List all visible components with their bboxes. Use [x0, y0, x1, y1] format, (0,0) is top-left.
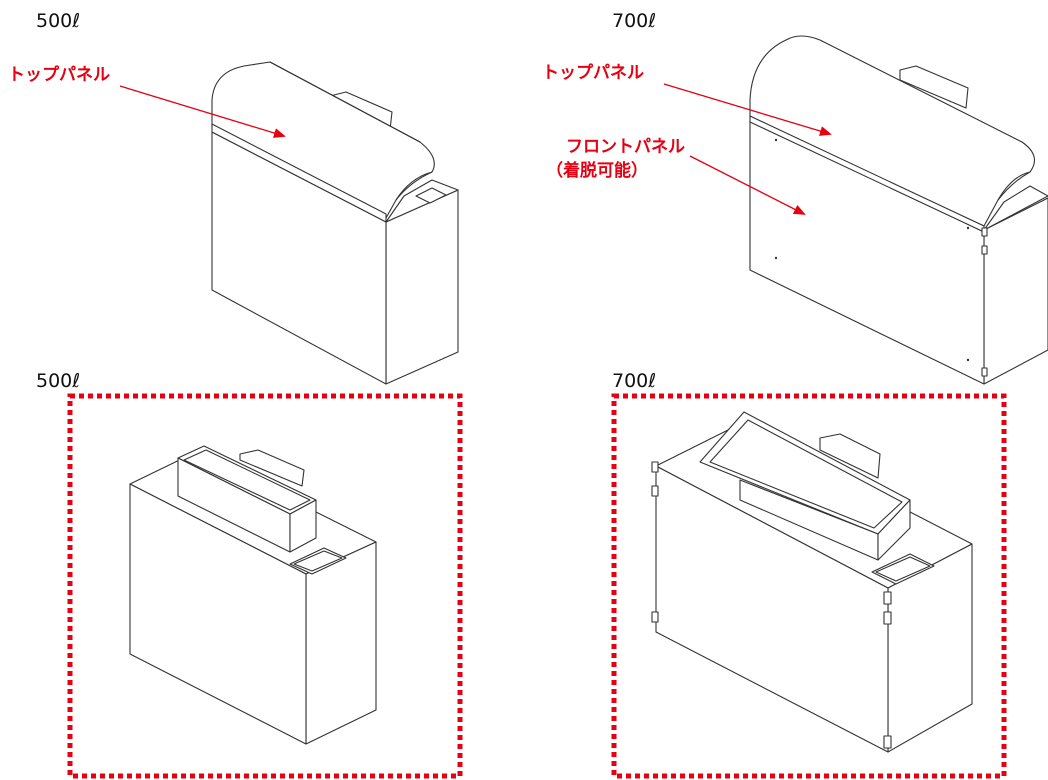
hinge [981, 367, 988, 377]
top-panel [211, 61, 435, 219]
top-strip [983, 185, 1048, 231]
arrow-front-panel-700 [689, 155, 806, 215]
unit-500-with-panel [211, 61, 459, 385]
hinge [883, 591, 892, 605]
annotation-top-panel-500: トップパネル [8, 65, 110, 85]
view-label-500-bottom: 500ℓ [36, 370, 81, 392]
front-face [129, 483, 307, 745]
hinge [651, 611, 659, 623]
front-face [655, 465, 889, 753]
duct-box [899, 65, 969, 109]
side-face [385, 189, 459, 385]
hinge [981, 245, 988, 255]
top-panel [749, 35, 1036, 227]
panel-edge [211, 123, 387, 223]
duct-box [819, 433, 881, 479]
hinge [651, 461, 659, 473]
side-face [983, 197, 1048, 385]
highlight-frame-700 [611, 393, 1007, 779]
hopper-tray-side [289, 499, 317, 553]
view-label-700-top: 700ℓ [612, 10, 657, 32]
view-label-700-bottom: 700ℓ [612, 370, 657, 392]
hinge [883, 611, 892, 625]
unit-500-panel-removed [129, 445, 377, 745]
annotation-front-panel-note-700: （着脱可能） [546, 161, 648, 181]
duct-box [239, 449, 305, 487]
unit-700-panel-removed [651, 411, 973, 753]
arrow-top-panel-500 [119, 85, 286, 138]
unit-700-with-panel [749, 35, 1048, 385]
small-plate [871, 553, 935, 585]
small-plate [415, 187, 447, 204]
annotation-top-panel-700: トップパネル [542, 63, 644, 83]
arrow-top-panel-700 [663, 83, 832, 136]
hinge [883, 735, 892, 749]
view-label-500-top: 500ℓ [36, 10, 81, 32]
annotation-front-panel-700: フロントパネル [566, 137, 685, 157]
highlight-frame-500 [67, 393, 463, 779]
hinge [651, 485, 659, 497]
hopper-tray-side [877, 499, 911, 561]
hinge [981, 227, 988, 237]
